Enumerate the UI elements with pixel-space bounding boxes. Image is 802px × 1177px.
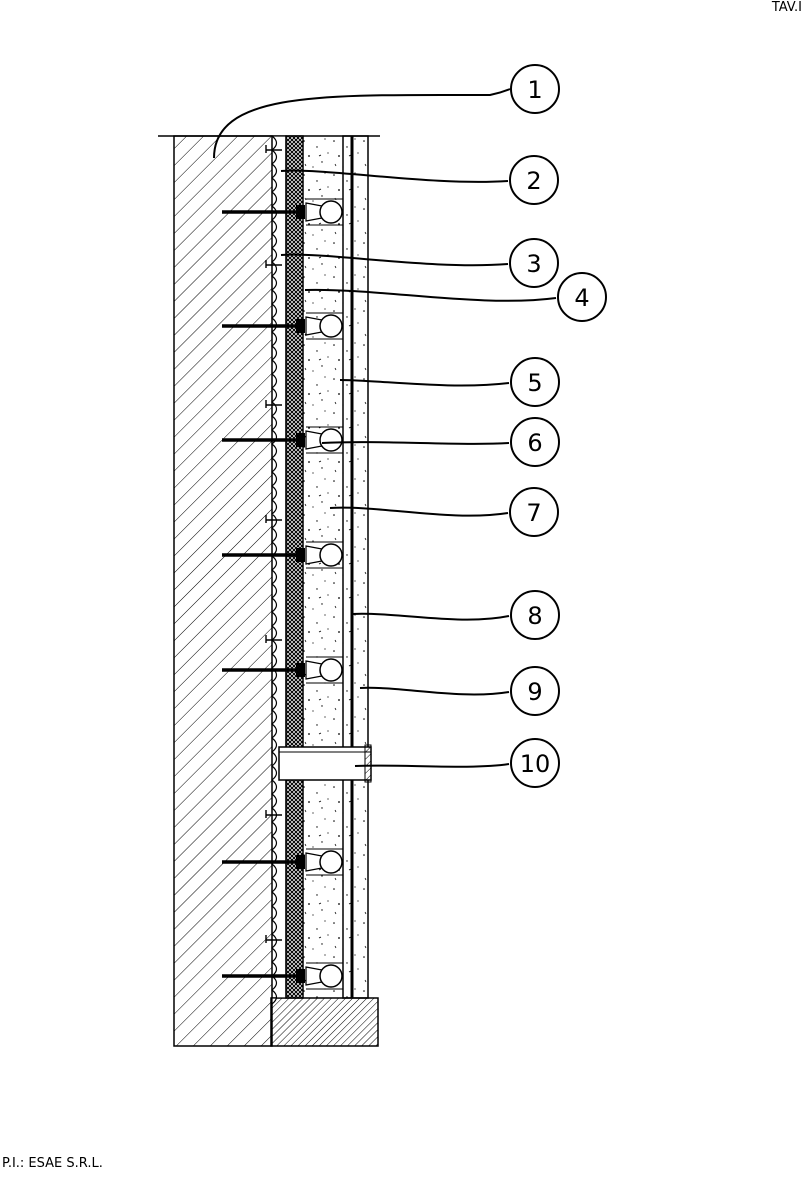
callout-label: 2 [526, 167, 541, 195]
callout-label: 10 [520, 750, 551, 778]
callout-5: 5 [510, 357, 560, 407]
leader-5 [339, 379, 510, 387]
leader-lines [213, 88, 557, 768]
callout-4: 4 [557, 272, 607, 322]
callout-label: 7 [526, 499, 541, 527]
callout-8: 8 [510, 590, 560, 640]
base-footing [270, 997, 379, 1047]
callout-6: 6 [510, 417, 560, 467]
callout-3: 3 [509, 238, 559, 288]
opening-edge [364, 744, 372, 783]
anchor-group [222, 198, 343, 990]
callout-7: 7 [509, 487, 559, 537]
leader-6 [321, 441, 510, 445]
tube [319, 428, 343, 452]
membrane-tick [265, 145, 282, 153]
membrane-tick [265, 935, 282, 943]
tube [319, 314, 343, 338]
callout-2: 2 [509, 155, 559, 205]
anchor-plate [296, 433, 305, 447]
leader-10 [354, 763, 510, 768]
membrane-tick [265, 400, 282, 408]
callout-label: 9 [527, 678, 542, 706]
tube [319, 658, 343, 682]
anchor-plate [296, 548, 305, 562]
callout-label: 1 [527, 76, 542, 104]
callout-10: 10 [510, 738, 560, 788]
anchor-plate [296, 969, 305, 983]
callout-label: 4 [574, 284, 589, 312]
callouts: 1 2 3 4 5 6 7 8 9 10 [509, 64, 607, 788]
callout-label: 3 [526, 250, 541, 278]
tube [319, 850, 343, 874]
membrane-tick [265, 260, 282, 268]
membrane-tick [265, 515, 282, 523]
anchor-plate [296, 855, 305, 869]
leader-9 [359, 686, 510, 696]
anchor-plate [296, 663, 305, 677]
membrane-edge [270, 135, 287, 1006]
callout-label: 6 [527, 429, 542, 457]
membrane-tick [265, 635, 282, 643]
callout-label: 8 [527, 602, 542, 630]
membrane-layer [265, 135, 287, 1006]
tube [319, 964, 343, 988]
leader-8 [351, 612, 510, 621]
leader-3 [280, 253, 509, 267]
sheet-code: TAV.I [771, 0, 802, 15]
tube [319, 543, 343, 567]
callout-label: 5 [527, 369, 542, 397]
anchor-plate [296, 319, 305, 333]
plaster-layer [342, 135, 369, 999]
leader-7 [329, 506, 509, 517]
footer-credit: P.I.: ESAE S.R.L. [2, 1156, 103, 1171]
anchor-plate [296, 205, 305, 219]
masonry-wall [173, 135, 273, 1047]
tube [319, 200, 343, 224]
leader-2 [280, 169, 509, 183]
leader-1 [213, 88, 511, 159]
leader-4 [304, 288, 557, 302]
callout-1: 1 [510, 64, 560, 114]
membrane-tick [265, 810, 282, 818]
callout-9: 9 [510, 666, 560, 716]
